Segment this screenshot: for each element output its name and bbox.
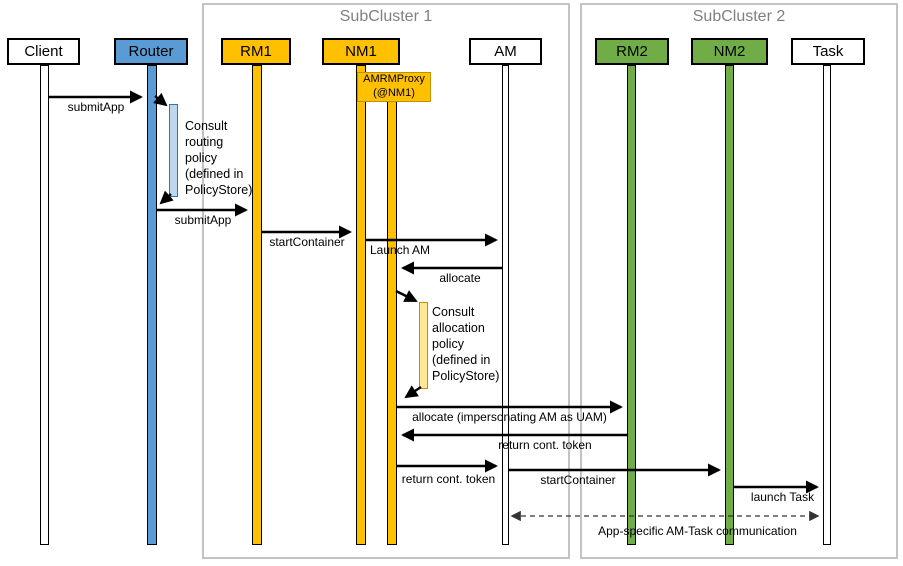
msg-launch-task: launch Task [750, 490, 815, 504]
msg-return-token-1: return cont. token [498, 438, 592, 452]
actor-nm2: NM2 [691, 38, 768, 65]
actor-task-label: Task [812, 43, 844, 60]
lifeline-client [40, 65, 49, 545]
lifeline-router [147, 65, 157, 545]
msg-submitapp-2: submitApp [174, 213, 232, 227]
frame-title-subcluster-2: SubCluster 2 [692, 8, 786, 25]
frame-title-subcluster-1: SubCluster 1 [339, 8, 433, 25]
lifeline-amrmproxy [387, 100, 397, 545]
router-consult-bar [169, 104, 178, 197]
amrmproxy-box: AMRMProxy (@NM1) [357, 72, 431, 102]
frame-subcluster-1 [202, 3, 570, 559]
actor-router: Router [114, 38, 188, 65]
actor-am-label: AM [494, 43, 517, 60]
lifeline-nm2 [725, 65, 734, 545]
actor-nm1: NM1 [322, 38, 400, 65]
actor-client: Client [7, 38, 80, 65]
lifeline-task [823, 65, 831, 545]
msg-allocate: allocate [439, 271, 481, 285]
actor-router-label: Router [128, 43, 174, 60]
note-allocation-policy: Consult allocation policy (defined in Po… [432, 305, 500, 383]
actor-rm2-label: RM2 [616, 43, 648, 60]
actor-nm2-label: NM2 [713, 43, 746, 60]
msg-am-task-communication: App-specific AM-Task communication [598, 524, 797, 538]
actor-rm1-label: RM1 [240, 43, 272, 60]
actor-client-label: Client [24, 43, 63, 60]
actor-rm1: RM1 [221, 38, 291, 65]
msg-startcontainer-1: startContainer [269, 235, 345, 249]
lifeline-nm1 [356, 65, 366, 545]
msg-allocate-uam: allocate (impersonating AM as UAM) [412, 410, 607, 424]
msg-submitapp-1: submitApp [67, 100, 125, 114]
actor-nm1-label: NM1 [345, 43, 377, 60]
msg-return-token-2: return cont. token [401, 472, 496, 486]
amrmproxy-label-line1: AMRMProxy [363, 73, 425, 86]
actor-am: AM [469, 38, 542, 65]
msg-startcontainer-2: startContainer [540, 473, 616, 487]
note-routing-policy: Consult routing policy (defined in Polic… [185, 119, 253, 197]
actor-rm2: RM2 [595, 38, 669, 65]
amrmproxy-label-line2: (@NM1) [373, 87, 415, 99]
proxy-consult-bar [419, 302, 428, 389]
frame-subcluster-2 [580, 3, 898, 559]
lifeline-rm1 [252, 65, 262, 545]
msg-launch-am: Launch AM [370, 243, 431, 257]
actor-task: Task [791, 38, 865, 65]
lifeline-rm2 [627, 65, 636, 545]
lifeline-am [502, 65, 509, 545]
